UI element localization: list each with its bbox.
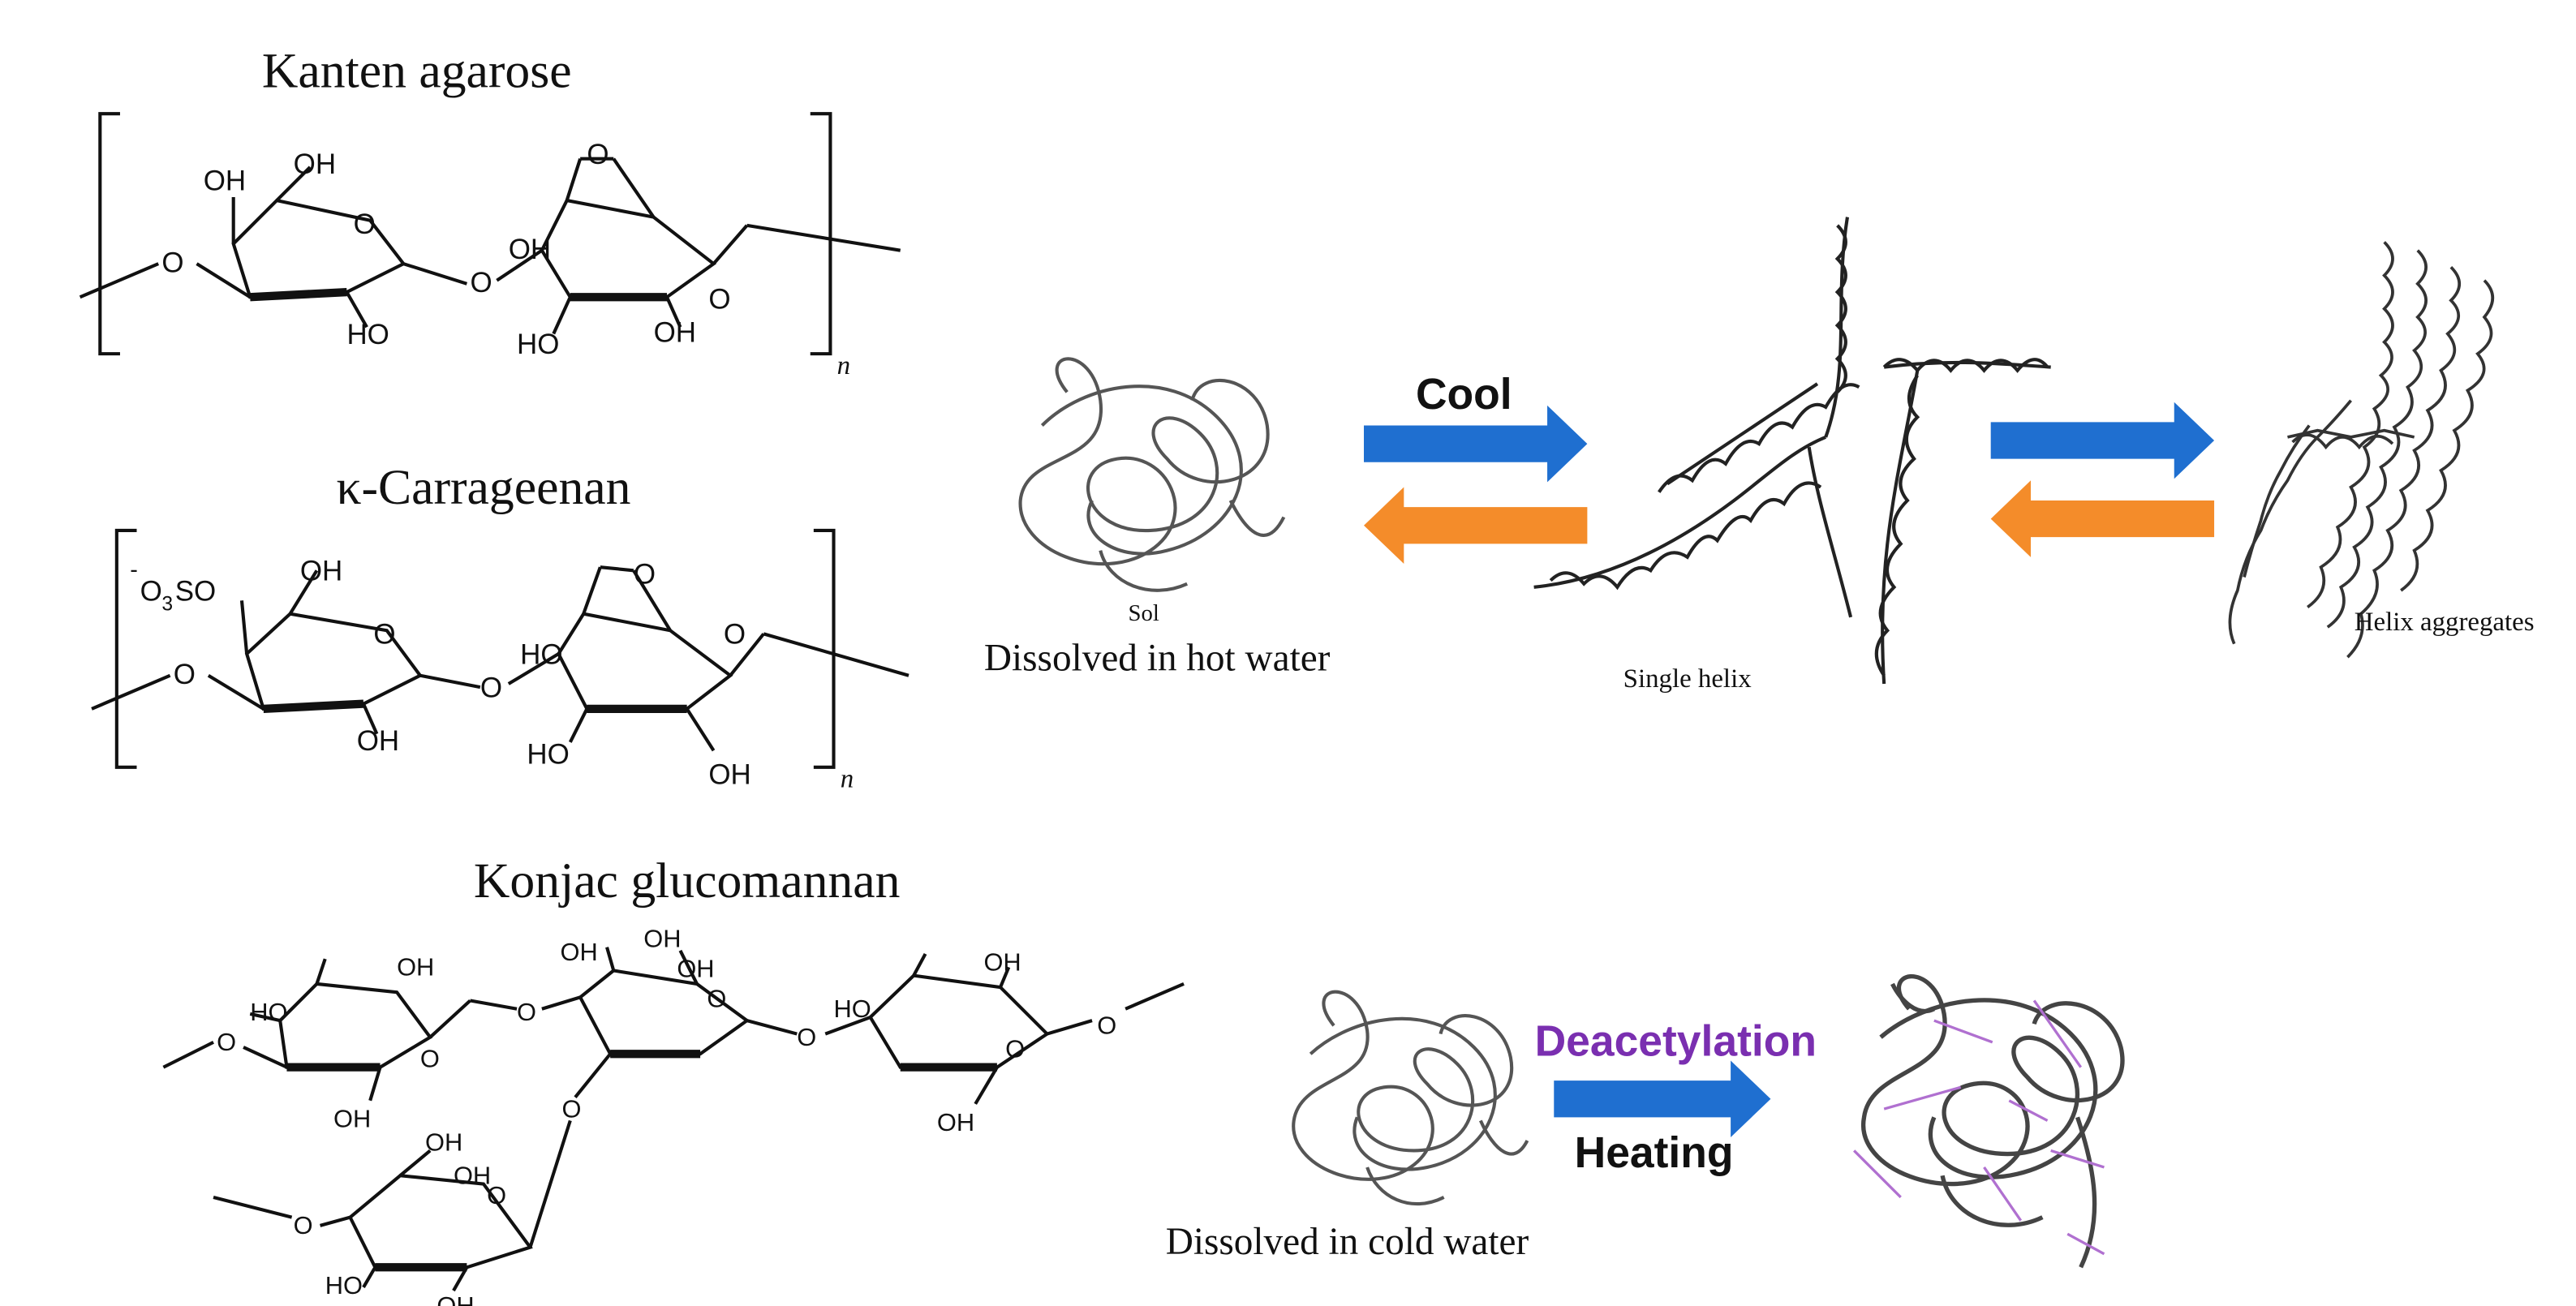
carrageenan-structure: κ-Carrageenan n - O 3 SO OH xyxy=(91,460,910,793)
agarose-oh-5: HO xyxy=(517,329,559,360)
glucomannan-o-8: O xyxy=(562,1094,582,1123)
carrageenan-oh-5: OH xyxy=(708,758,750,790)
glucomannan-oh-7: OH xyxy=(983,947,1021,976)
carrageenan-oh-4: HO xyxy=(527,739,569,771)
carrageenan-o-5: O xyxy=(724,619,746,651)
glucomannan-oh-13: HO xyxy=(325,1271,363,1300)
sulfate-3: 3 xyxy=(161,594,173,616)
single-helix-strands xyxy=(1533,217,2051,685)
glucomannan-oh-10: OH xyxy=(425,1128,462,1156)
carrageenan-oh-3: HO xyxy=(520,638,562,670)
agarose-oh-4: OH xyxy=(509,234,551,265)
carrageenan-o-1: O xyxy=(373,619,395,651)
glucomannan-o-6: O xyxy=(1005,1034,1025,1063)
agarose-o-1: O xyxy=(354,208,376,240)
carrageenan-o-4: O xyxy=(634,559,656,591)
deacetylation-label: Deacetylation xyxy=(1535,1017,1817,1065)
carrageenan-o-3: O xyxy=(480,672,502,703)
glucomannan-o-7: O xyxy=(1097,1012,1116,1040)
sulfate-o: O xyxy=(140,575,162,607)
glucomannan-oh-9: OH xyxy=(937,1108,974,1136)
agarose-oh-3: HO xyxy=(346,319,389,350)
carrageenan-oh-1: OH xyxy=(300,556,342,587)
glucomannan-oh-8: HO xyxy=(834,995,871,1023)
glucomannan-title: Konjac glucomannan xyxy=(474,853,900,909)
agarose-bracket-left xyxy=(98,112,120,356)
carrageenan-oh-2: OH xyxy=(357,725,399,757)
helix-aggregates-label: Helix aggregates xyxy=(2355,608,2535,637)
agarose-o-2: O xyxy=(161,247,183,278)
cool-label: Cool xyxy=(1416,371,1512,419)
glucomannan-o-10: O xyxy=(294,1211,313,1239)
cool-forward-arrow xyxy=(1364,405,1588,483)
carrageenan-subscript: n xyxy=(841,764,854,793)
aggregate-reverse-arrow xyxy=(1990,480,2215,557)
agarose-title: Kanten agarose xyxy=(262,43,572,98)
glucomannan-oh-4: OH xyxy=(560,938,597,966)
glucomannan-oh-6: OH xyxy=(677,955,714,983)
glucomannan-o-4: O xyxy=(707,985,726,1013)
glucomannan-oh-2: HO xyxy=(250,998,287,1026)
carrageenan-bracket-right xyxy=(813,528,836,769)
glucomannan-oh-12: OH xyxy=(437,1291,474,1306)
glucomannan-o-1: O xyxy=(217,1028,236,1056)
agarose-o-3: O xyxy=(471,267,492,299)
single-helix-label: Single helix xyxy=(1623,664,1752,694)
sol-coil xyxy=(1018,357,1286,592)
hot-water-label: Dissolved in hot water xyxy=(984,638,1331,680)
glucomannan-oh-1: OH xyxy=(397,953,434,982)
agarose-oh-6: OH xyxy=(654,317,696,349)
sulfate-minus: - xyxy=(130,556,138,582)
agarose-oh-1: OH xyxy=(204,165,246,197)
agarose-o-4: O xyxy=(587,139,609,170)
sol-label: Sol xyxy=(1129,600,1159,626)
glucomannan-o-5: O xyxy=(797,1023,816,1051)
helix-aggregates-bundle xyxy=(2228,241,2495,659)
glucomannan-structure: Konjac glucomannan xyxy=(162,853,1185,1306)
cold-water-label: Dissolved in cold water xyxy=(1166,1221,1529,1263)
agarose-o-5: O xyxy=(708,284,730,316)
carrageenan-bracket-left xyxy=(114,528,137,769)
agarose-oh-2: OH xyxy=(294,148,336,180)
glucomannan-oh-5: OH xyxy=(643,925,681,953)
heating-label: Heating xyxy=(1575,1129,1734,1177)
glucomannan-o-9: O xyxy=(487,1181,506,1209)
cold-water-coil xyxy=(1292,990,1529,1206)
crosslinked-network xyxy=(1853,973,2125,1269)
carrageenan-title: κ-Carrageenan xyxy=(336,460,630,515)
agarose-subscript: n xyxy=(837,351,850,380)
glucomannan-o-2: O xyxy=(420,1045,440,1073)
glucomannan-oh-3: OH xyxy=(333,1105,371,1133)
glucomannan-o-3: O xyxy=(517,998,536,1026)
sulfate-so: SO xyxy=(175,575,216,607)
carrageenan-o-2: O xyxy=(174,659,196,690)
heating-arrow xyxy=(1554,1060,1771,1137)
aggregate-forward-arrow xyxy=(1990,402,2215,479)
agarose-bracket-right xyxy=(810,112,832,356)
cool-reverse-arrow xyxy=(1364,487,1588,565)
agarose-structure: Kanten agarose n OH OH xyxy=(79,43,901,380)
glucomannan-oh-11: OH xyxy=(454,1162,491,1190)
